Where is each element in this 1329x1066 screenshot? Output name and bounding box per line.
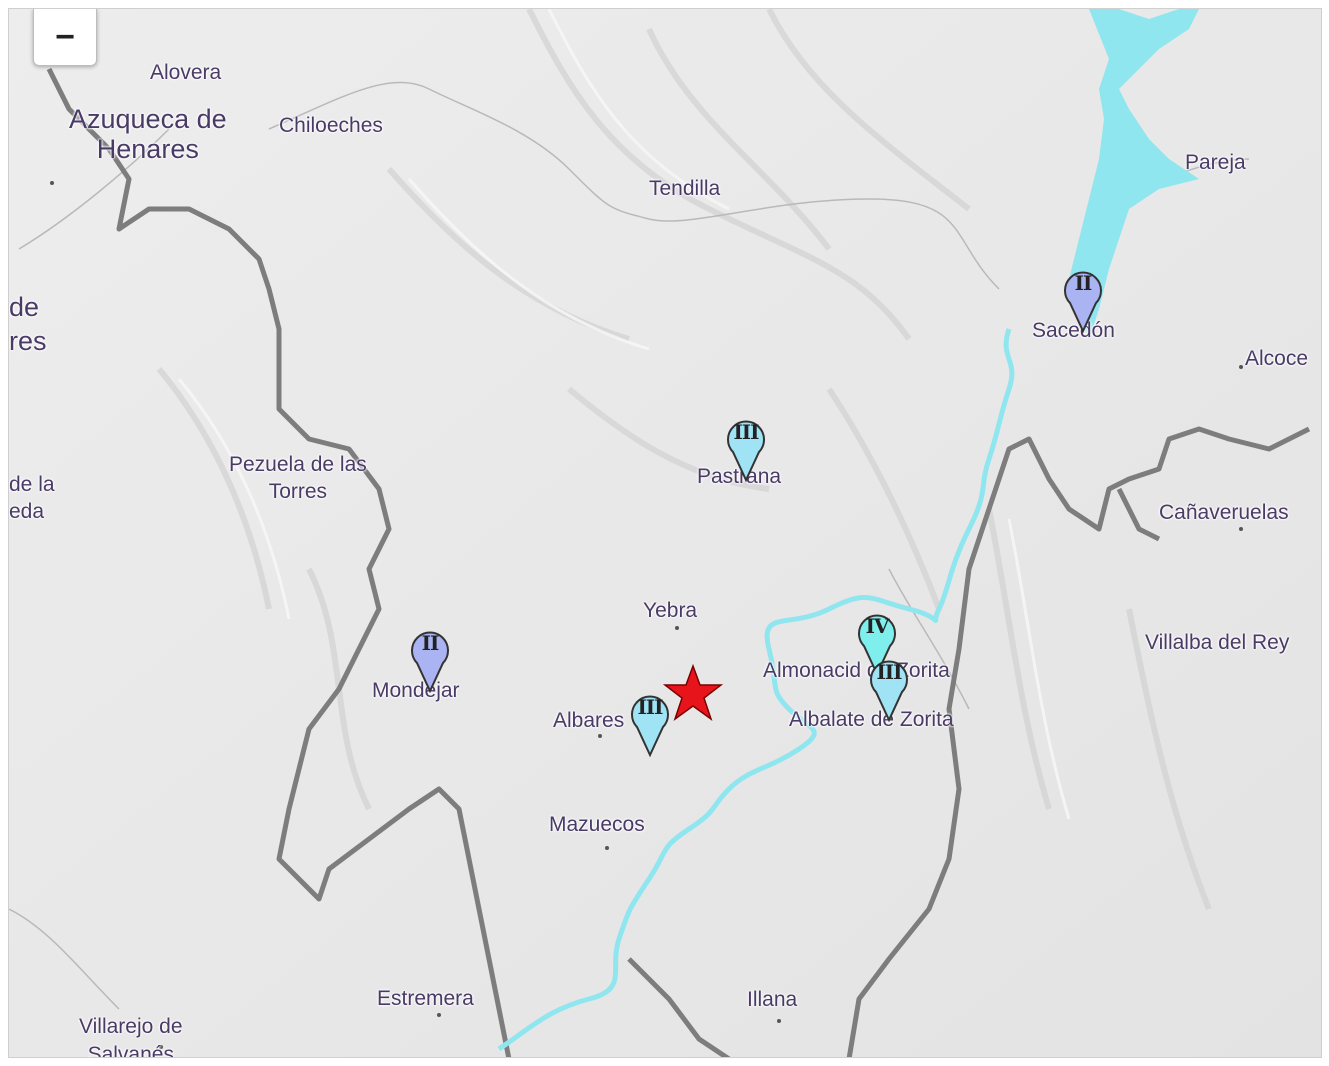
intensity-marker-sacedon[interactable]: II [1060,263,1106,333]
reservoir [1069,9,1199,339]
intensity-marker-almonacid[interactable]: IV [854,606,900,676]
place-label-mazuecos: Mazuecos [549,813,645,836]
place-label-alovera: Alovera [150,61,222,84]
map-base-layer [9,9,1321,1057]
place-label-de-la-eda: de la eda [9,473,55,524]
place-dot [1239,527,1243,531]
intensity-label: III [876,660,902,684]
intensity-label: III [733,420,759,444]
place-dot [675,626,679,630]
intensity-label: IV [865,614,890,638]
place-label-villarejo: Villarejo de Salvanés [79,1015,183,1058]
place-label-tendilla: Tendilla [649,177,721,200]
place-label-pareja: Pareja [1185,151,1246,174]
place-label-villalba: Villalba del Rey [1145,631,1290,654]
map-pin-icon [411,631,449,693]
intensity-map[interactable]: − Alovera Azuqueca de Henares Chiloeches… [8,8,1322,1058]
place-dot [777,1019,781,1023]
map-pin-icon [727,420,765,482]
place-label-pastrana: Pastrana [697,465,782,488]
place-dot [437,1013,441,1017]
intensity-marker-pastrana[interactable]: III [723,412,769,482]
intensity-label: II [1074,271,1093,295]
map-pin-icon [870,660,908,722]
intensity-label: II [421,631,440,655]
intensity-marker-albalate[interactable]: III [866,652,912,722]
intensity-label: III [637,695,663,719]
place-label-de-res: de res [9,292,47,356]
place-label-pezuela: Pezuela de las Torres [229,453,367,504]
place-label-alcocer: Alcoce [1245,347,1309,370]
place-label-estremera: Estremera [377,987,474,1010]
place-dot [1239,365,1243,369]
place-label-azuqueca: Azuqueca de Henares [69,104,227,164]
map-pin-icon [631,695,669,757]
place-label-albalate: Albalate de Zorita [789,708,954,731]
place-dot [159,1045,163,1049]
place-label-mondejar: Mondéjar [372,679,460,702]
place-label-yebra: Yebra [643,599,698,622]
river [497,328,1015,1052]
relief-shading [156,9,1212,911]
map-pin-icon [858,614,896,676]
place-label-chiloeches: Chiloeches [279,114,383,137]
zoom-out-button[interactable]: − [33,9,97,66]
star-icon[interactable] [663,664,723,722]
intensity-marker-albares[interactable]: III [627,687,673,757]
place-dot [605,846,609,850]
place-label-canaveruelas: Cañaveruelas [1159,501,1289,524]
place-dot [50,181,54,185]
place-label-illana: Illana [747,988,798,1011]
map-pin-icon [1064,271,1102,333]
place-dot [598,734,602,738]
place-label-albares: Albares [553,709,625,732]
intensity-marker-mondejar[interactable]: II [407,623,453,693]
place-label-sacedon: Sacedón [1032,319,1115,342]
region-border [46,67,1311,1057]
